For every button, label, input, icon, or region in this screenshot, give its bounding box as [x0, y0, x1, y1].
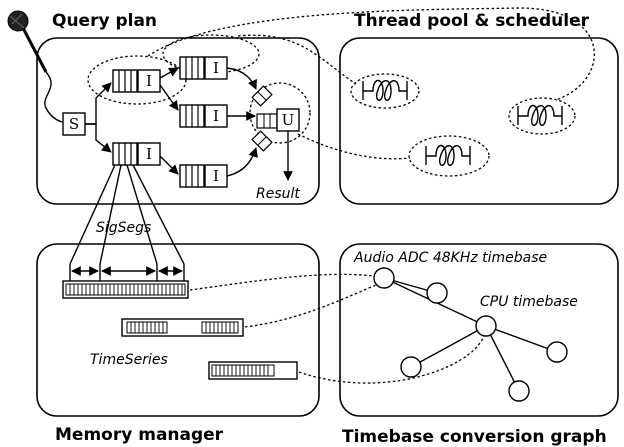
thread-coil-icon — [425, 144, 471, 166]
buffer-timebase-link-3 — [298, 335, 485, 384]
operator-3-label: I — [213, 107, 219, 125]
operator-2 — [179, 56, 228, 80]
operator-5-label: I — [213, 167, 219, 185]
buffer-2 — [121, 318, 244, 337]
timebase-node — [426, 282, 448, 304]
operator-4-label: I — [146, 145, 152, 163]
timebase-node — [546, 341, 568, 363]
sigseg-fan-lines — [69, 164, 185, 265]
operator-5 — [179, 164, 228, 188]
union-label: U — [282, 111, 295, 129]
operator-4 — [112, 142, 161, 166]
buffer-timebase-link-1 — [189, 273, 375, 291]
buffer-1 — [62, 280, 189, 299]
memory-manager-title: Memory manager — [55, 425, 224, 445]
buffer-timebase-link-2 — [244, 284, 377, 328]
operator-3 — [179, 104, 228, 128]
thread-pool-panel — [339, 37, 619, 205]
memory-manager-panel — [36, 243, 320, 417]
query-plan-panel — [36, 37, 320, 205]
timebase-graph-title: Timebase conversion graph — [342, 427, 607, 447]
thread-link-3 — [297, 133, 411, 160]
timebase-graph-panel — [339, 243, 619, 417]
operator-2-label: I — [213, 59, 219, 77]
thread-group-1 — [87, 55, 187, 105]
timebase-node — [400, 356, 422, 378]
thread-link-2 — [237, 34, 357, 85]
result-label: Result — [256, 186, 300, 202]
timebase-node — [508, 380, 530, 402]
cpu-timebase-label: CPU timebase — [480, 294, 578, 310]
thread-group-3 — [249, 82, 311, 144]
audio-timebase-label: Audio ADC 48KHz timebase — [353, 250, 547, 266]
buffer-3 — [208, 361, 298, 380]
audio-timebase-node — [373, 267, 395, 289]
source-label: S — [69, 115, 79, 133]
thread-pool-title: Thread pool & scheduler — [354, 11, 590, 31]
union-queues — [251, 85, 278, 152]
operator-1-label: I — [146, 72, 152, 90]
thread-coil-icon — [517, 104, 563, 126]
microphone-icon — [7, 10, 63, 123]
timeseries-label: TimeSeries — [90, 352, 168, 368]
thread-ellipse-3 — [408, 135, 490, 177]
thread-group-2 — [162, 34, 260, 74]
cpu-timebase-node — [475, 315, 497, 337]
sigseg-ranges — [69, 264, 185, 281]
thread-ellipse-2 — [508, 97, 576, 135]
query-plan-title: Query plan — [52, 11, 157, 31]
operator-1 — [112, 69, 161, 93]
thread-ellipse-1 — [350, 73, 420, 109]
sigsegs-label: SigSegs — [96, 220, 151, 236]
thread-coil-icon — [362, 79, 408, 101]
